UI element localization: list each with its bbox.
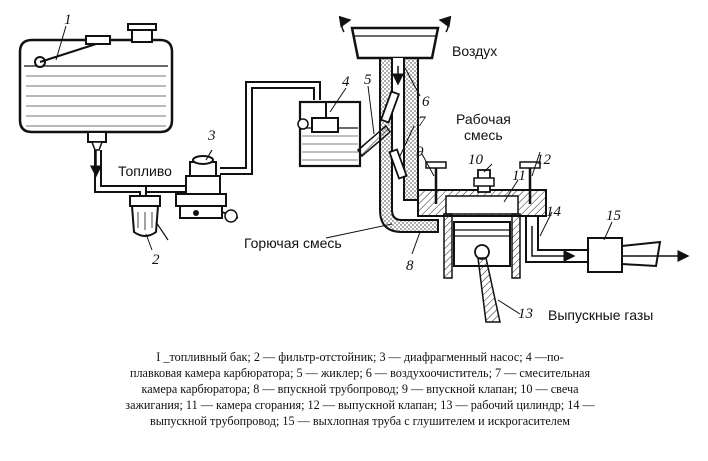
air-cleaner xyxy=(338,15,452,60)
caption-line: зажигания; 11 — камера сгорания; 12 — вы… xyxy=(125,398,595,412)
fuel-system-diagram: 1 2 3 4 5 6 7 8 9 10 11 12 13 14 15 Возд… xyxy=(18,12,690,323)
label-15: 15 xyxy=(606,208,622,224)
label-7: 7 xyxy=(418,114,427,130)
fuel-tank xyxy=(18,23,174,151)
label-9: 9 xyxy=(416,144,424,160)
engine-cylinder xyxy=(417,161,547,323)
working-mixture-label-2: смесь xyxy=(464,127,503,143)
label-6: 6 xyxy=(422,94,430,110)
label-13: 13 xyxy=(518,306,533,322)
float-chamber xyxy=(297,100,362,168)
label-4: 4 xyxy=(342,74,350,90)
caption-line: I _топливный бак; 2 — фильтр-отстойник; … xyxy=(156,350,564,364)
exhaust-system xyxy=(525,216,690,273)
label-12: 12 xyxy=(536,152,552,168)
air-label: Воздух xyxy=(452,43,497,59)
filter-settler xyxy=(129,195,169,241)
diaphragm-pump xyxy=(175,149,239,223)
working-mixture-label-1: Рабочая xyxy=(456,111,511,127)
label-5: 5 xyxy=(364,72,372,88)
fuel-label: Топливо xyxy=(118,163,172,179)
combustible-mixture-label: Горючая смесь xyxy=(244,235,342,251)
label-2: 2 xyxy=(152,252,160,268)
label-10: 10 xyxy=(468,152,484,168)
label-1: 1 xyxy=(64,12,72,28)
caption-line: плавковая камера карбюратора; 5 — жиклер… xyxy=(129,366,591,380)
label-14: 14 xyxy=(546,204,562,220)
label-8: 8 xyxy=(406,258,414,274)
fuel-line-to-carburetor xyxy=(220,81,321,175)
intake-manifold xyxy=(379,57,439,233)
caption-line: камера карбюратора; 8 — впускной трубопр… xyxy=(141,382,579,396)
label-3: 3 xyxy=(207,128,216,144)
exhaust-gases-label: Выпускные газы xyxy=(548,307,653,323)
figure-caption: I _топливный бак; 2 — фильтр-отстойник; … xyxy=(40,349,680,429)
label-11: 11 xyxy=(512,168,526,184)
leader-lines xyxy=(55,25,613,315)
caption-line: выпускной трубопровод; 15 — выхлопная тр… xyxy=(149,414,571,428)
